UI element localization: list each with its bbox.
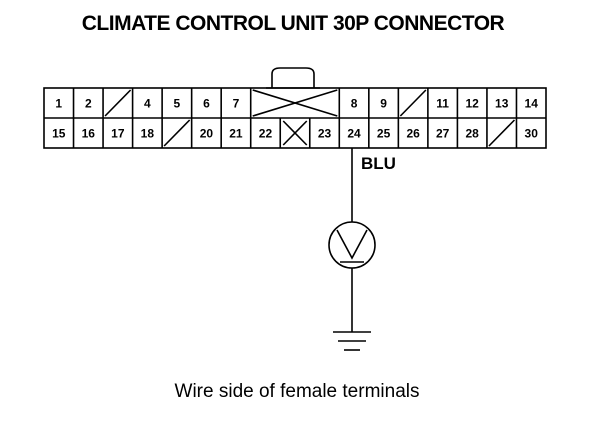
pin-label: 24 xyxy=(347,127,361,141)
blocked-cavity-mark xyxy=(282,120,308,146)
caption: Wire side of female terminals xyxy=(175,381,420,402)
pin-label: 22 xyxy=(259,127,273,141)
pin-label: 18 xyxy=(141,127,155,141)
pin-label: 2 xyxy=(85,97,92,111)
pin-label: 6 xyxy=(203,97,210,111)
pin-label: 21 xyxy=(229,127,243,141)
unused-cavity-mark xyxy=(488,119,516,147)
pin-label: 14 xyxy=(525,97,539,111)
pin-label: 13 xyxy=(495,97,509,111)
connector-latch xyxy=(271,67,315,88)
wire-color-label: BLU xyxy=(361,154,396,173)
pin-label: 1 xyxy=(55,97,62,111)
pin-label: 23 xyxy=(318,127,332,141)
pin-label: 12 xyxy=(465,97,479,111)
pin-label: 17 xyxy=(111,127,125,141)
pin-label: 9 xyxy=(380,97,387,111)
pin-label: 11 xyxy=(436,97,449,111)
pin-label: 4 xyxy=(144,97,151,111)
blocked-section-mark xyxy=(252,89,338,117)
pin-label: 8 xyxy=(351,97,358,111)
pin-label: 27 xyxy=(436,127,450,141)
pin-label: 28 xyxy=(465,127,479,141)
connector-bottom-row: 15 16 17 18 20 21 22 23 24 25 26 27 28 30 xyxy=(52,118,538,148)
pin-label: 16 xyxy=(82,127,96,141)
ground-icon xyxy=(333,331,371,351)
unused-cavity-mark xyxy=(399,89,427,117)
voltmeter-icon xyxy=(328,221,376,269)
pin-label: 20 xyxy=(200,127,214,141)
diagram-title: CLIMATE CONTROL UNIT 30P CONNECTOR xyxy=(82,12,505,35)
pin-label: 15 xyxy=(52,127,66,141)
pin-label: 5 xyxy=(174,97,181,111)
pin-label: 25 xyxy=(377,127,391,141)
pin-label: 30 xyxy=(525,127,539,141)
pin-label: 7 xyxy=(233,97,240,111)
unused-cavity-mark xyxy=(163,119,191,147)
unused-cavity-mark xyxy=(104,89,132,117)
pin-label: 26 xyxy=(406,127,420,141)
